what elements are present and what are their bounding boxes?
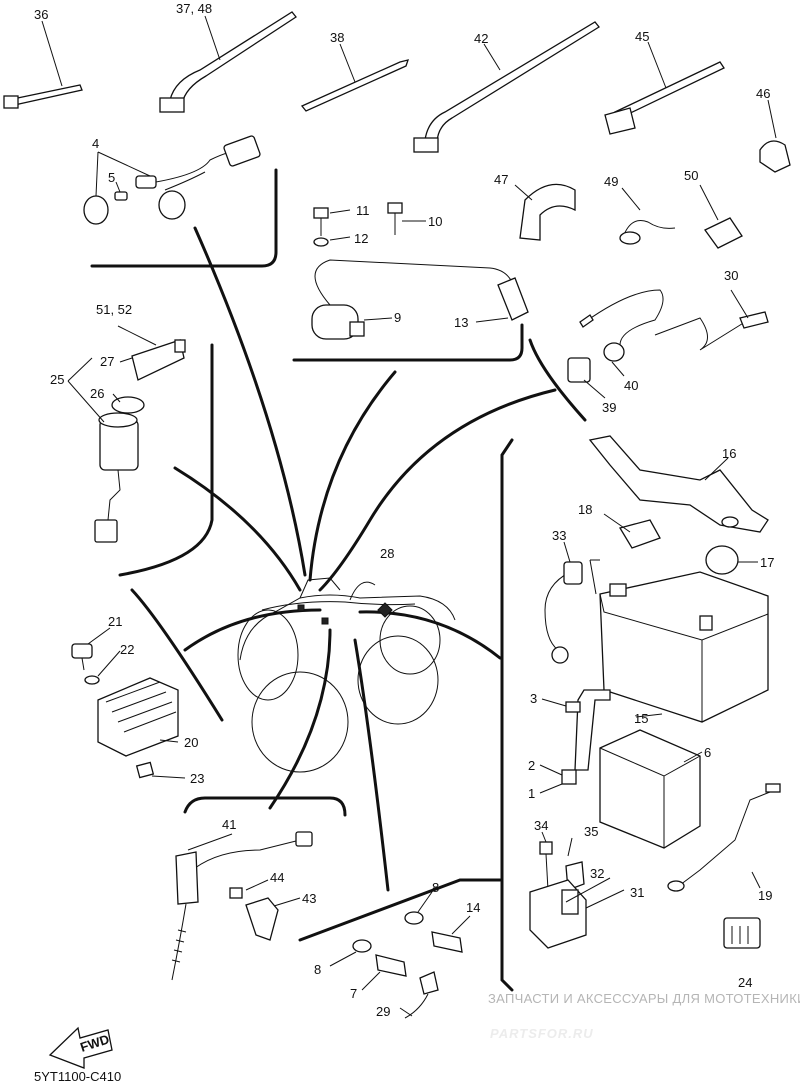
callout-35: 35 [584, 824, 598, 839]
sensor-41-group [171, 831, 313, 981]
callout-10: 10 [428, 214, 442, 229]
callout-26: 26 [90, 386, 104, 401]
callout-46: 46 [756, 86, 770, 101]
callout-31: 31 [630, 885, 644, 900]
callout-3: 3 [530, 691, 537, 706]
sub-harness-4 [83, 135, 261, 225]
battery-bracket-16 [588, 435, 769, 533]
clamp-46 [759, 99, 791, 173]
callout-50: 50 [684, 168, 698, 183]
callout-36: 36 [34, 7, 48, 22]
callout-39: 39 [602, 400, 616, 415]
diagram-code: 5YT1100-C410 [34, 1069, 121, 1084]
callout-30: 30 [724, 268, 738, 283]
clamp-49 [619, 187, 676, 245]
callout-5: 5 [108, 170, 115, 185]
callout-49: 49 [604, 174, 618, 189]
rectifier-group [71, 627, 186, 779]
callout-28: 28 [380, 546, 394, 561]
callout-1: 1 [528, 786, 535, 801]
callout-17: 17 [760, 555, 774, 570]
cable-tie-45 [604, 41, 725, 135]
callout-43: 43 [302, 891, 316, 906]
cable-tie-42 [413, 21, 600, 153]
relay-group [529, 831, 625, 949]
clamp-47 [514, 183, 576, 241]
fwd-arrow-icon: FWD [48, 1026, 113, 1069]
callout-27: 27 [100, 354, 114, 369]
callout-8-upper: 8 [432, 880, 439, 895]
cable-tie-36 [3, 20, 83, 109]
callout-16: 16 [722, 446, 736, 461]
callout-4: 4 [92, 136, 99, 151]
callout-45: 45 [635, 29, 649, 44]
atv-outline [237, 577, 456, 773]
coupler-24 [723, 917, 761, 949]
callout-22: 22 [120, 642, 134, 657]
leader-curves [173, 226, 557, 892]
callout-20: 20 [184, 735, 198, 750]
ecu-group [539, 689, 703, 849]
battery-lead-33 [544, 541, 600, 664]
callout-34: 34 [534, 818, 548, 833]
callout-14: 14 [466, 900, 480, 915]
callout-41: 41 [222, 817, 236, 832]
callout-8-lower: 8 [314, 962, 321, 977]
callout-12: 12 [354, 231, 368, 246]
cable-19 [667, 783, 781, 892]
callout-47: 47 [494, 172, 508, 187]
battery-15 [599, 571, 769, 723]
callout-32: 32 [590, 866, 604, 881]
callout-2: 2 [528, 758, 535, 773]
callout-11: 11 [356, 203, 370, 218]
sensor-leads-30-39-40 [567, 289, 769, 399]
callout-13: 13 [454, 315, 468, 330]
callout-15: 15 [634, 711, 648, 726]
battery-parts-17-18 [603, 513, 758, 575]
section-brackets [90, 168, 587, 992]
callout-51-52: 51, 52 [96, 302, 132, 317]
callout-7: 7 [350, 986, 357, 1001]
cable-tie-37-48 [159, 11, 297, 113]
callout-labels: 36 37, 48 38 42 45 46 4 5 11 12 10 9 13 … [34, 1, 774, 1019]
callout-19: 19 [758, 888, 772, 903]
sensor-14-group [329, 891, 471, 1019]
main-switch-group [67, 325, 186, 543]
watermark-brand: PARTSFOR.RU [490, 1026, 594, 1041]
callout-40: 40 [624, 378, 638, 393]
callout-29: 29 [376, 1004, 390, 1019]
callout-42: 42 [474, 31, 488, 46]
callout-25: 25 [50, 372, 64, 387]
callout-37-48: 37, 48 [176, 1, 212, 16]
callout-18: 18 [578, 502, 592, 517]
callout-6: 6 [704, 745, 711, 760]
callout-44: 44 [270, 870, 284, 885]
callout-23: 23 [190, 771, 204, 786]
callout-24: 24 [738, 975, 752, 990]
callout-9: 9 [394, 310, 401, 325]
cable-tie-38 [300, 43, 409, 112]
callout-21: 21 [108, 614, 122, 629]
ignition-coil-group [311, 202, 529, 340]
callout-38: 38 [330, 30, 344, 45]
watermark-tagline: ЗАПЧАСТИ И АКСЕССУАРЫ ДЛЯ МОТОТЕХНИКИ [488, 991, 800, 1006]
callout-33: 33 [552, 528, 566, 543]
clamp-50 [699, 184, 743, 249]
